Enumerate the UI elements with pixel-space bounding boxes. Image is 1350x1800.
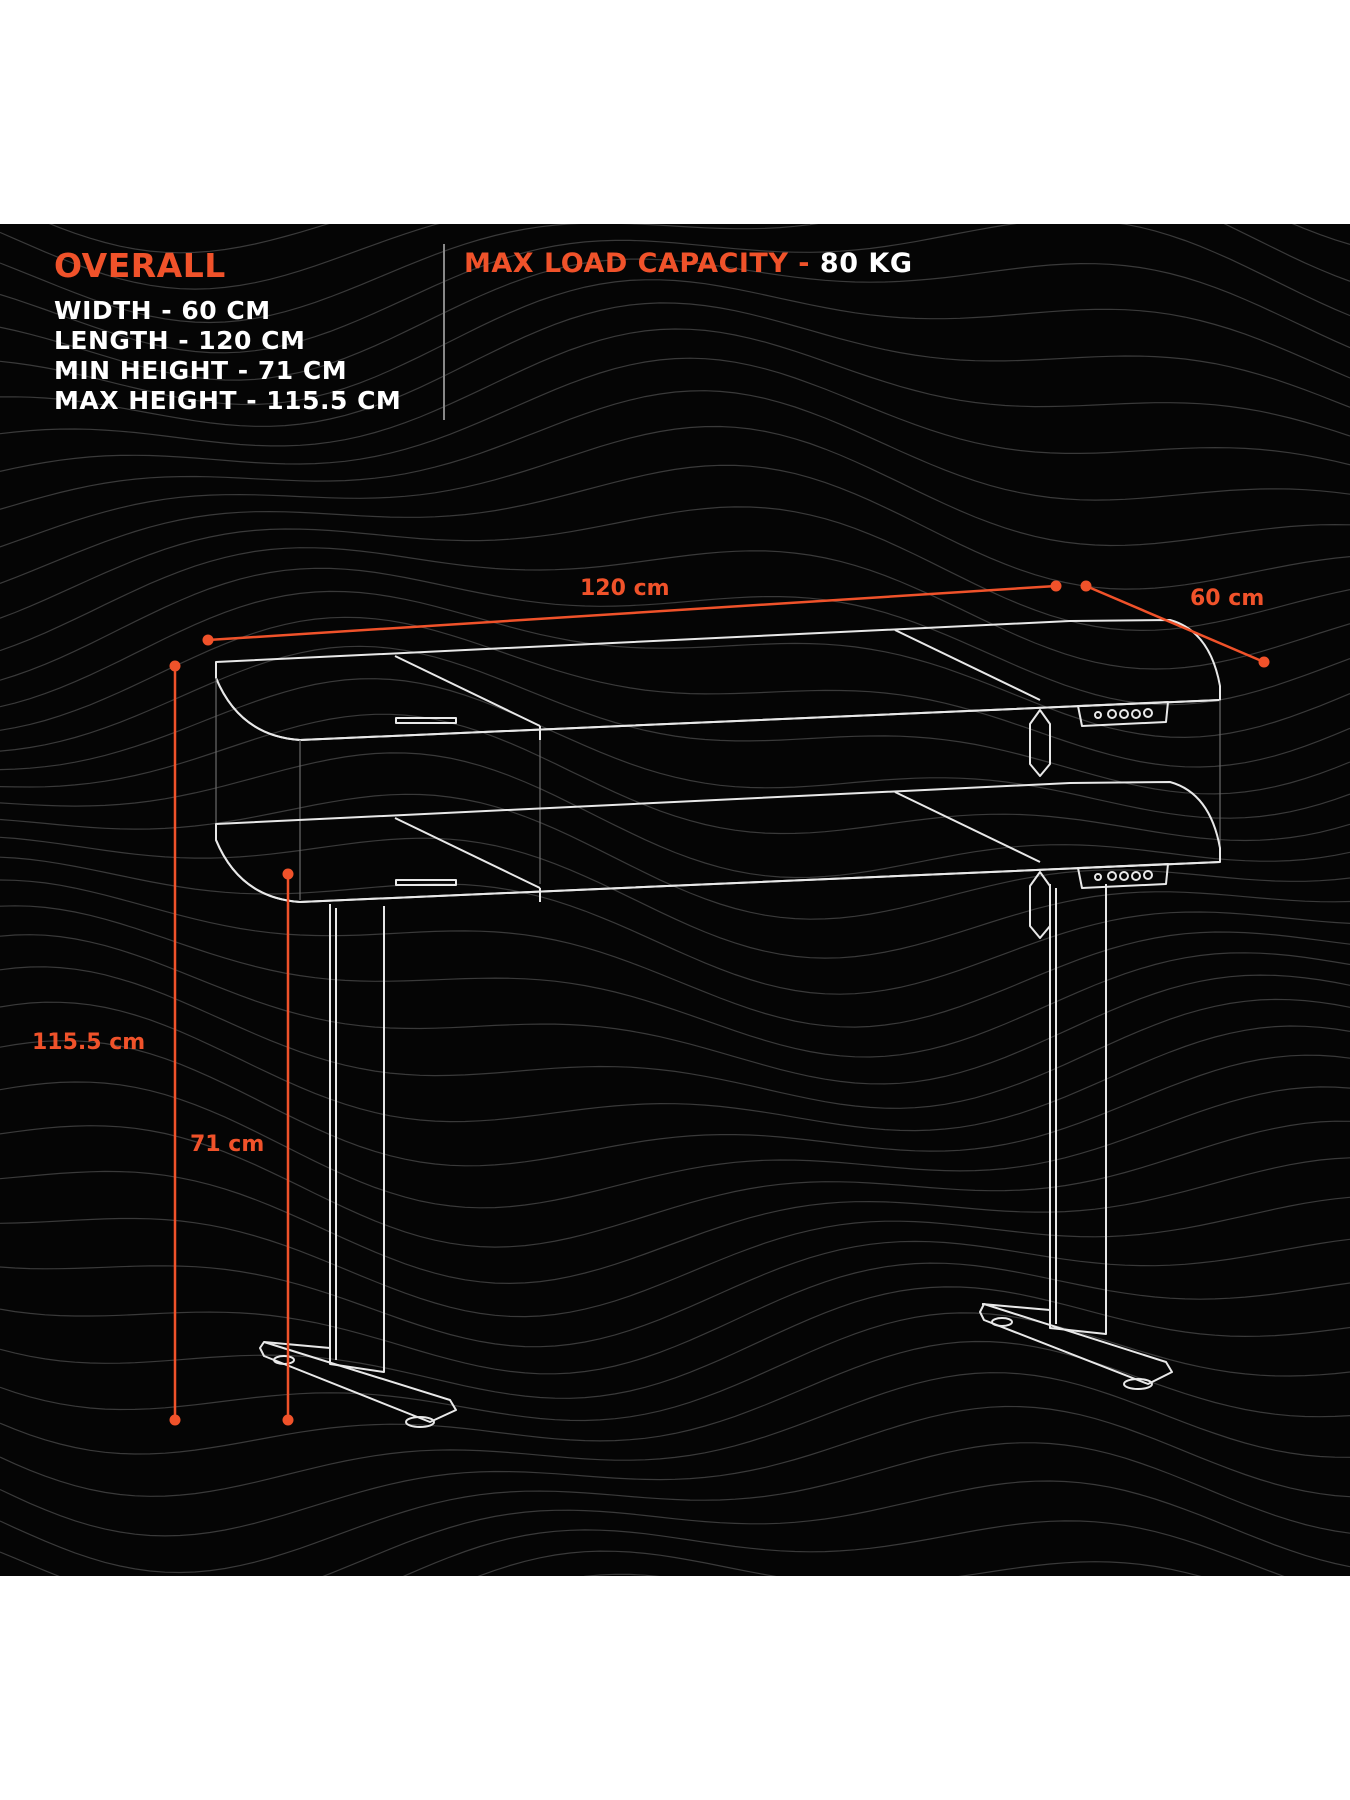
overall-title: OVERALL [54,246,226,285]
contour-line [0,302,1350,427]
contour-line [0,224,1350,324]
contour-line [0,1340,1350,1455]
contour-line [0,506,1350,632]
contour-line [0,905,1350,1058]
contour-line [0,934,1350,1085]
contour-line [0,567,1350,706]
right-leg [979,884,1173,1390]
width-dimension-line [1080,580,1270,668]
spec-max-height: MAX HEIGHT - 115.5 CM [54,386,402,415]
contour-line [0,258,1350,381]
spec-length: LENGTH - 120 CM [54,326,306,355]
control-panel-lowered [1077,863,1169,889]
spec-width: WIDTH - 60 CM [54,296,271,325]
contour-line [0,390,1350,510]
contour-line [0,1040,1350,1167]
contour-line [48,224,330,254]
contour-line [0,856,1350,995]
contour-line [0,1372,1350,1497]
contour-line [0,1262,1350,1375]
contour-line [0,879,1350,1028]
desktop-lowered [215,781,1221,903]
contour-line [0,966,1350,1109]
control-panel-raised [1077,701,1169,727]
desktop-raised [215,619,1221,741]
contour-line [0,224,1350,354]
contour-line [0,793,1350,920]
contour-line [0,425,1350,548]
header-divider [443,244,445,420]
contour-line [0,590,1350,739]
contour-line [0,678,1350,819]
contour-line [0,1405,1350,1537]
motion-ghost [215,678,1221,900]
contour-line [402,1520,1285,1576]
contour-line [0,357,1350,472]
contour-line [0,1442,1350,1574]
contour-line [0,279,1350,406]
spec-panel: OVERALL WIDTH - 60 CM LENGTH - 120 CM MI… [0,224,1350,1576]
length-dimension-line [202,580,1062,646]
contour-line [0,547,1350,670]
desk-diagram [169,580,1270,1428]
left-leg [259,904,457,1428]
contour-line [0,1120,1350,1248]
contour-line [0,328,1350,447]
contour-line [0,752,1350,879]
contour-line [0,1312,1350,1422]
contour-line [0,1238,1350,1348]
contour-line [0,1001,1350,1132]
min-height-label: 71 cm [190,1132,265,1157]
contour-line [477,1550,1202,1576]
contour-line [0,713,1350,842]
motor-cable [1029,709,1051,939]
contour-line [0,1157,1350,1285]
contour-line [0,1286,1350,1399]
topographic-background [0,224,1350,1576]
contour-line [0,1480,1350,1576]
contour-line [0,224,1350,290]
contour-line [0,464,1350,590]
contour-line [0,1196,1350,1318]
spec-min-height: MIN HEIGHT - 71 CM [54,356,348,385]
contour-line [0,616,1350,768]
load-capacity-value: 80 KG [819,248,913,279]
length-label: 120 cm [580,576,670,601]
contour-line [0,1081,1350,1209]
width-label: 60 cm [1190,586,1265,611]
load-capacity-label: MAX LOAD CAPACITY - [464,248,811,279]
min-height-dimension-line [282,868,294,1426]
load-capacity: MAX LOAD CAPACITY - 80 KG [464,248,912,279]
max-height-dimension-line [169,660,181,1426]
max-height-label: 115.5 cm [32,1030,146,1055]
